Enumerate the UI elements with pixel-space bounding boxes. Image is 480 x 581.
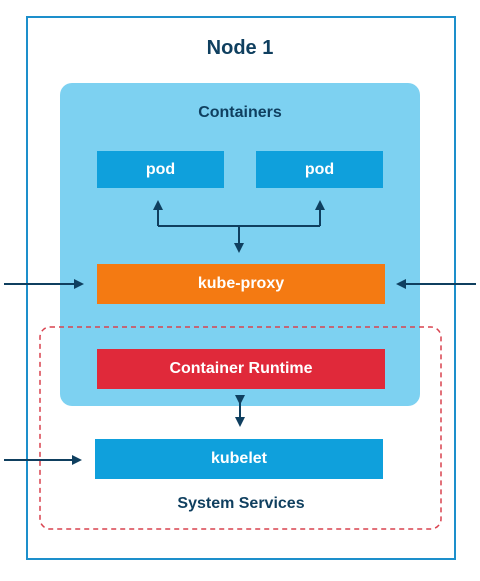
pod-label: pod (304, 160, 335, 178)
system-services-boundary (39, 326, 442, 530)
kube-proxy-label: kube-proxy (197, 275, 285, 292)
pod-label: pod (145, 160, 176, 178)
containers-title: Containers (198, 104, 282, 121)
container-runtime-label: Container Runtime (169, 360, 313, 377)
container-runtime-box: Container Runtime (97, 349, 385, 389)
kube-proxy-box: kube-proxy (97, 264, 385, 304)
kubelet-label: kubelet (210, 450, 267, 467)
pod-box-right: pod (256, 151, 383, 188)
node-title: Node 1 (206, 37, 274, 59)
node-frame (26, 16, 456, 560)
system-services-label: System Services (177, 495, 305, 512)
kubelet-box: kubelet (95, 439, 383, 479)
pod-box-left: pod (97, 151, 224, 188)
pod-proxy-connector (153, 200, 325, 253)
